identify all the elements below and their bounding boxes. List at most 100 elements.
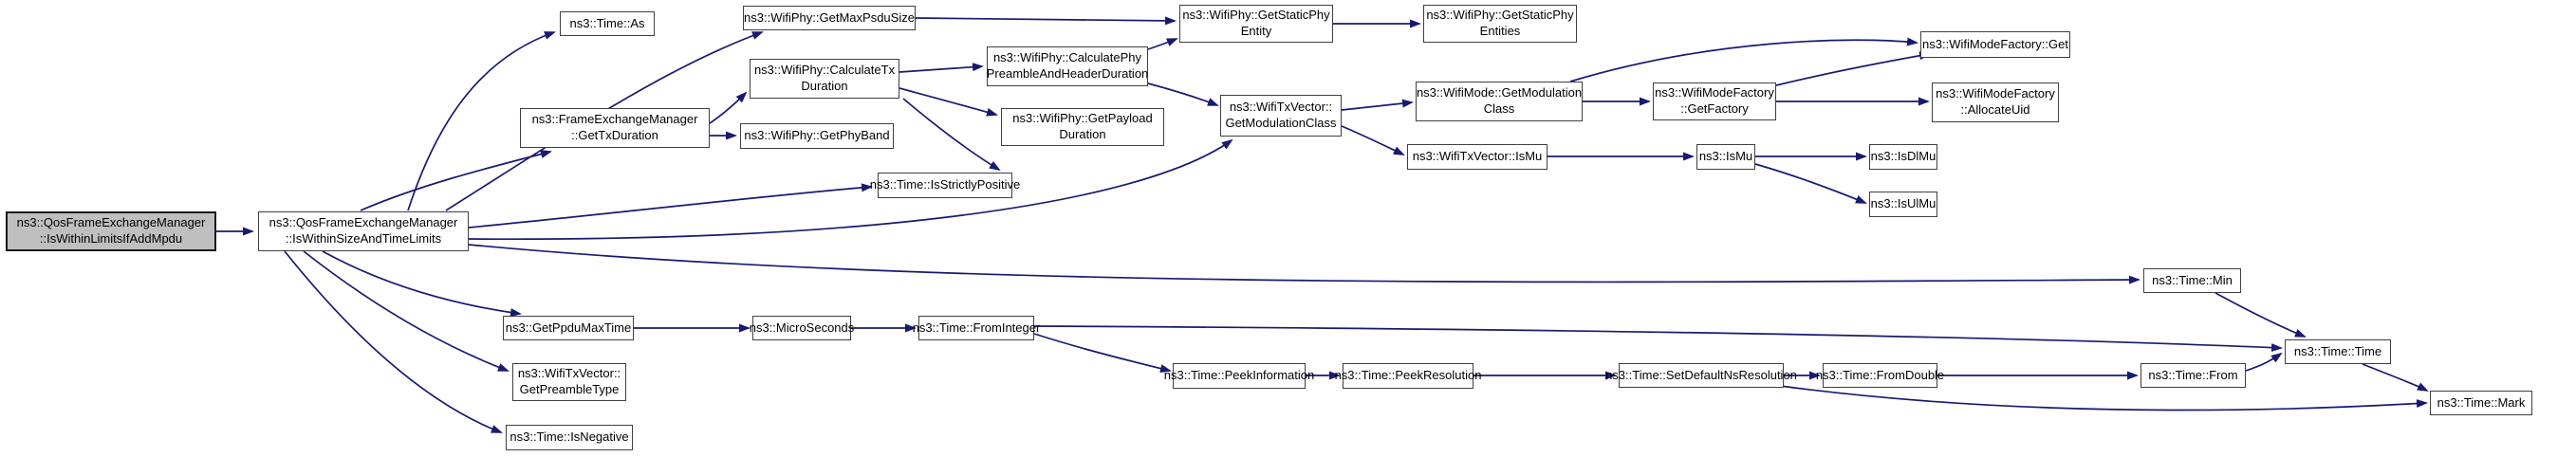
graph-node-isNegative[interactable]: ns3::Time::IsNegative bbox=[506, 425, 633, 450]
graph-node-microSeconds[interactable]: ns3::MicroSeconds bbox=[750, 316, 854, 340]
graph-node-timeAs[interactable]: ns3::Time::As bbox=[560, 11, 655, 36]
node-label-line: ns3::IsDlMu bbox=[1870, 149, 1937, 164]
node-label-line: ns3::IsUlMu bbox=[1870, 196, 1937, 211]
node-label-line: ns3::Time::PeekResolution bbox=[1334, 368, 1482, 383]
node-label-line: ns3::WifiTxVector::IsMu bbox=[1412, 149, 1543, 164]
graph-node-isWithinSizeAndTimeLimits[interactable]: ns3::QosFrameExchangeManager::IsWithinSi… bbox=[258, 211, 469, 251]
graph-node-factoryGet[interactable]: ns3::WifiModeFactory::Get bbox=[1920, 31, 2070, 58]
call-edge-isMuFree-to-isUlMu bbox=[1754, 163, 1867, 204]
call-edge-fromInteger-to-peekInformation bbox=[1033, 333, 1172, 373]
node-label-line: ns3::IsMu bbox=[1698, 149, 1753, 164]
node-label-line: ::AllocateUid bbox=[1960, 102, 2030, 117]
call-edge-isWithinSizeAndTimeLimits-to-isNegative bbox=[284, 250, 503, 433]
graph-node-getFactory[interactable]: ns3::WifiModeFactory::GetFactory bbox=[1653, 82, 1776, 120]
graph-node-isStrictlyPositive[interactable]: ns3::Time::IsStrictlyPositive bbox=[870, 173, 1020, 198]
node-label-line: PreambleAndHeaderDuration bbox=[986, 66, 1149, 81]
graph-node-getPpduMaxTime[interactable]: ns3::GetPpduMaxTime bbox=[503, 316, 634, 340]
node-label-line: ns3::Time::FromInteger bbox=[912, 320, 1041, 335]
call-edge-txvGetModulationClass-to-txvIsMu bbox=[1341, 125, 1405, 155]
node-label-line: ns3::WifiMode::GetModulation bbox=[1416, 85, 1583, 101]
call-edge-fromInteger-to-timeTime bbox=[1033, 325, 2283, 353]
graph-node-fromDouble[interactable]: ns3::Time::FromDouble bbox=[1816, 363, 1944, 388]
node-label-line: ns3::Time::PeekInformation bbox=[1163, 368, 1315, 383]
graph-node-timeMin[interactable]: ns3::Time::Min bbox=[2143, 268, 2241, 293]
node-label-line: ns3::Time::IsNegative bbox=[510, 430, 629, 445]
graph-node-peekResolution[interactable]: ns3::Time::PeekResolution bbox=[1335, 363, 1481, 389]
call-edge-calculateTxDuration-to-isStrictlyPositive bbox=[902, 98, 1001, 172]
node-label-line: ns3::Time::SetDefaultNsResolution bbox=[1605, 367, 1797, 382]
node-label-line: GetPreambleType bbox=[519, 382, 620, 396]
node-label-line: Entity bbox=[1240, 24, 1272, 38]
node-label-line: ::IsWithinLimitsIfAddMpdu bbox=[39, 231, 183, 246]
graph-node-txvGetModulationClass[interactable]: ns3::WifiTxVector::GetModulationClass bbox=[1220, 95, 1342, 137]
call-edge-calcPhyPreambleHdr-to-txvGetModulationClass bbox=[1147, 82, 1219, 106]
call-edge-isWithinSizeAndTimeLimits-to-txvGetModulationClass bbox=[468, 138, 1233, 241]
node-label-line: ns3::WifiModeFactory bbox=[1655, 85, 1774, 101]
graph-node-peekInformation[interactable]: ns3::Time::PeekInformation bbox=[1164, 363, 1314, 389]
node-label-line: ns3::WifiTxVector:: bbox=[1229, 100, 1333, 115]
node-label-line: ns3::WifiTxVector:: bbox=[517, 366, 621, 381]
node-label-line: ns3::WifiPhy::GetStaticPhy bbox=[1426, 8, 1574, 23]
call-edge-calculateTxDuration-to-calcPhyPreambleHdr bbox=[899, 63, 984, 73]
node-label-line: ::GetTxDuration bbox=[571, 128, 658, 142]
call-edge-isWithinSizeAndTimeLimits-to-getPpduMaxTime bbox=[322, 250, 522, 318]
node-label-line: ns3::Time::Mark bbox=[2437, 394, 2526, 410]
node-label-line: GetModulationClass bbox=[1225, 116, 1337, 130]
node-label-line: ns3::WifiPhy::CalculatePhy bbox=[992, 50, 1142, 65]
graph-node-setDefaultNsResolution[interactable]: ns3::Time::SetDefaultNsResolution bbox=[1605, 363, 1797, 388]
node-label-line: ns3::WifiPhy::GetStaticPhy bbox=[1182, 8, 1330, 23]
node-label-line: ::GetFactory bbox=[1680, 101, 1749, 116]
node-label-line: ::IsWithinSizeAndTimeLimits bbox=[285, 231, 442, 246]
graph-node-getPhyBand[interactable]: ns3::WifiPhy::GetPhyBand bbox=[740, 123, 894, 149]
node-label-line: ns3::Time::From bbox=[2148, 367, 2238, 382]
graph-node-getPreambleType[interactable]: ns3::WifiTxVector::GetPreambleType bbox=[512, 363, 626, 401]
node-label-line: Duration bbox=[1059, 127, 1106, 141]
graph-node-txvIsMu[interactable]: ns3::WifiTxVector::IsMu bbox=[1407, 144, 1547, 170]
node-label-line: Class bbox=[1483, 101, 1515, 116]
graph-node-isDlMu[interactable]: ns3::IsDlMu bbox=[1869, 144, 1937, 170]
node-label-line: ns3::WifiModeFactory bbox=[1936, 86, 2055, 101]
graph-node-timeMark[interactable]: ns3::Time::Mark bbox=[2430, 391, 2532, 415]
node-label-line: ns3::Time::As bbox=[569, 15, 645, 30]
node-label-line: ns3::WifiPhy::GetPhyBand bbox=[744, 128, 890, 143]
call-edge-txvGetModulationClass-to-modeGetModulationClass bbox=[1341, 99, 1414, 111]
call-edge-calcPhyPreambleHdr-to-getStaticPhyEntity bbox=[1147, 38, 1178, 50]
node-label-line: ns3::WifiModeFactory::Get bbox=[1922, 36, 2068, 51]
graph-node-timeFrom[interactable]: ns3::Time::From bbox=[2140, 363, 2246, 388]
node-label-line: ns3::WifiPhy::GetPayload bbox=[1012, 111, 1153, 126]
node-label-line: Entities bbox=[1479, 24, 1521, 38]
node-label-line: ns3::QosFrameExchangeManager bbox=[16, 215, 206, 230]
node-label-line: ns3::MicroSeconds bbox=[749, 320, 855, 335]
call-edge-setDefaultNsResolution-to-timeMark bbox=[1779, 385, 2428, 411]
graph-node-isWithinLimitsIfAddMpdu: ns3::QosFrameExchangeManager::IsWithinLi… bbox=[6, 211, 216, 251]
graph-node-getMaxPsduSize[interactable]: ns3::WifiPhy::GetMaxPsduSize bbox=[743, 6, 916, 30]
graph-node-timeTime[interactable]: ns3::Time::Time bbox=[2285, 339, 2391, 364]
call-edge-modeGetModulationClass-to-factoryGet bbox=[1569, 37, 1918, 82]
call-edge-isWithinSizeAndTimeLimits-to-femGetTxDuration bbox=[360, 150, 552, 211]
graph-node-allocateUid[interactable]: ns3::WifiModeFactory::AllocateUid bbox=[1932, 82, 2059, 122]
node-label-line: ns3::WifiPhy::GetMaxPsduSize bbox=[744, 9, 915, 25]
call-edge-getFactory-to-factoryGet bbox=[1775, 51, 1931, 86]
node-label-line: ns3::FrameExchangeManager bbox=[531, 112, 698, 127]
call-edge-timeMin-to-timeTime bbox=[2215, 292, 2307, 338]
call-edge-isWithinSizeAndTimeLimits-to-isStrictlyPositive bbox=[468, 183, 873, 228]
graph-node-femGetTxDuration[interactable]: ns3::FrameExchangeManager::GetTxDuration bbox=[520, 108, 710, 148]
graph-node-isUlMu[interactable]: ns3::IsUlMu bbox=[1869, 192, 1937, 217]
node-label-line: ns3::Time::Time bbox=[2293, 343, 2382, 358]
graph-node-isMuFree[interactable]: ns3::IsMu bbox=[1696, 144, 1755, 170]
node-label-line: ns3::Time::IsStrictlyPositive bbox=[869, 177, 1021, 192]
node-label-line: ns3::QosFrameExchangeManager bbox=[269, 215, 458, 230]
call-edge-isWithinSizeAndTimeLimits-to-getPreambleType bbox=[303, 250, 510, 372]
call-edge-calculateTxDuration-to-getPayloadDuration bbox=[899, 87, 998, 117]
graph-node-fromInteger[interactable]: ns3::Time::FromInteger bbox=[913, 316, 1040, 340]
node-label-line: ns3::GetPpduMaxTime bbox=[505, 320, 632, 335]
call-edge-isWithinSizeAndTimeLimits-to-timeMin bbox=[468, 244, 2140, 284]
